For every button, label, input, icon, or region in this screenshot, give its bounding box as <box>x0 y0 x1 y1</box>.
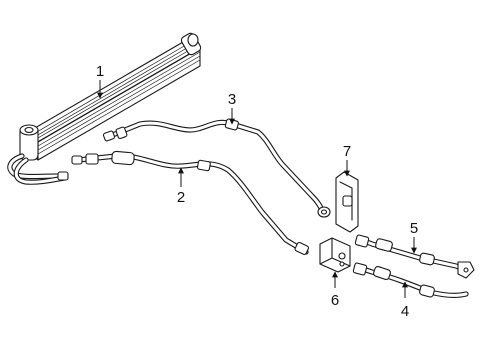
callout-label-4: 4 <box>401 303 409 320</box>
callout-1: 1 <box>96 63 104 99</box>
connector-block <box>319 237 351 273</box>
callout-label-1: 1 <box>96 63 104 80</box>
callout-label-3: 3 <box>228 91 236 108</box>
oil-cooler <box>7 32 202 185</box>
callout-label-7: 7 <box>343 143 351 160</box>
callout-label-2: 2 <box>177 189 185 206</box>
upper-cooler-line <box>102 118 331 218</box>
callout-6: 6 <box>331 271 339 309</box>
callout-label-5: 5 <box>410 220 418 237</box>
callout-label-6: 6 <box>331 292 339 309</box>
callout-2: 2 <box>177 167 185 206</box>
upper-right-hose <box>354 234 475 279</box>
callout-5: 5 <box>410 220 418 254</box>
lower-cooler-line <box>71 150 310 255</box>
lower-right-hose <box>352 262 469 298</box>
line-bracket <box>335 171 359 233</box>
callout-4: 4 <box>401 281 409 320</box>
callout-3: 3 <box>228 91 236 125</box>
callout-7: 7 <box>343 143 351 177</box>
